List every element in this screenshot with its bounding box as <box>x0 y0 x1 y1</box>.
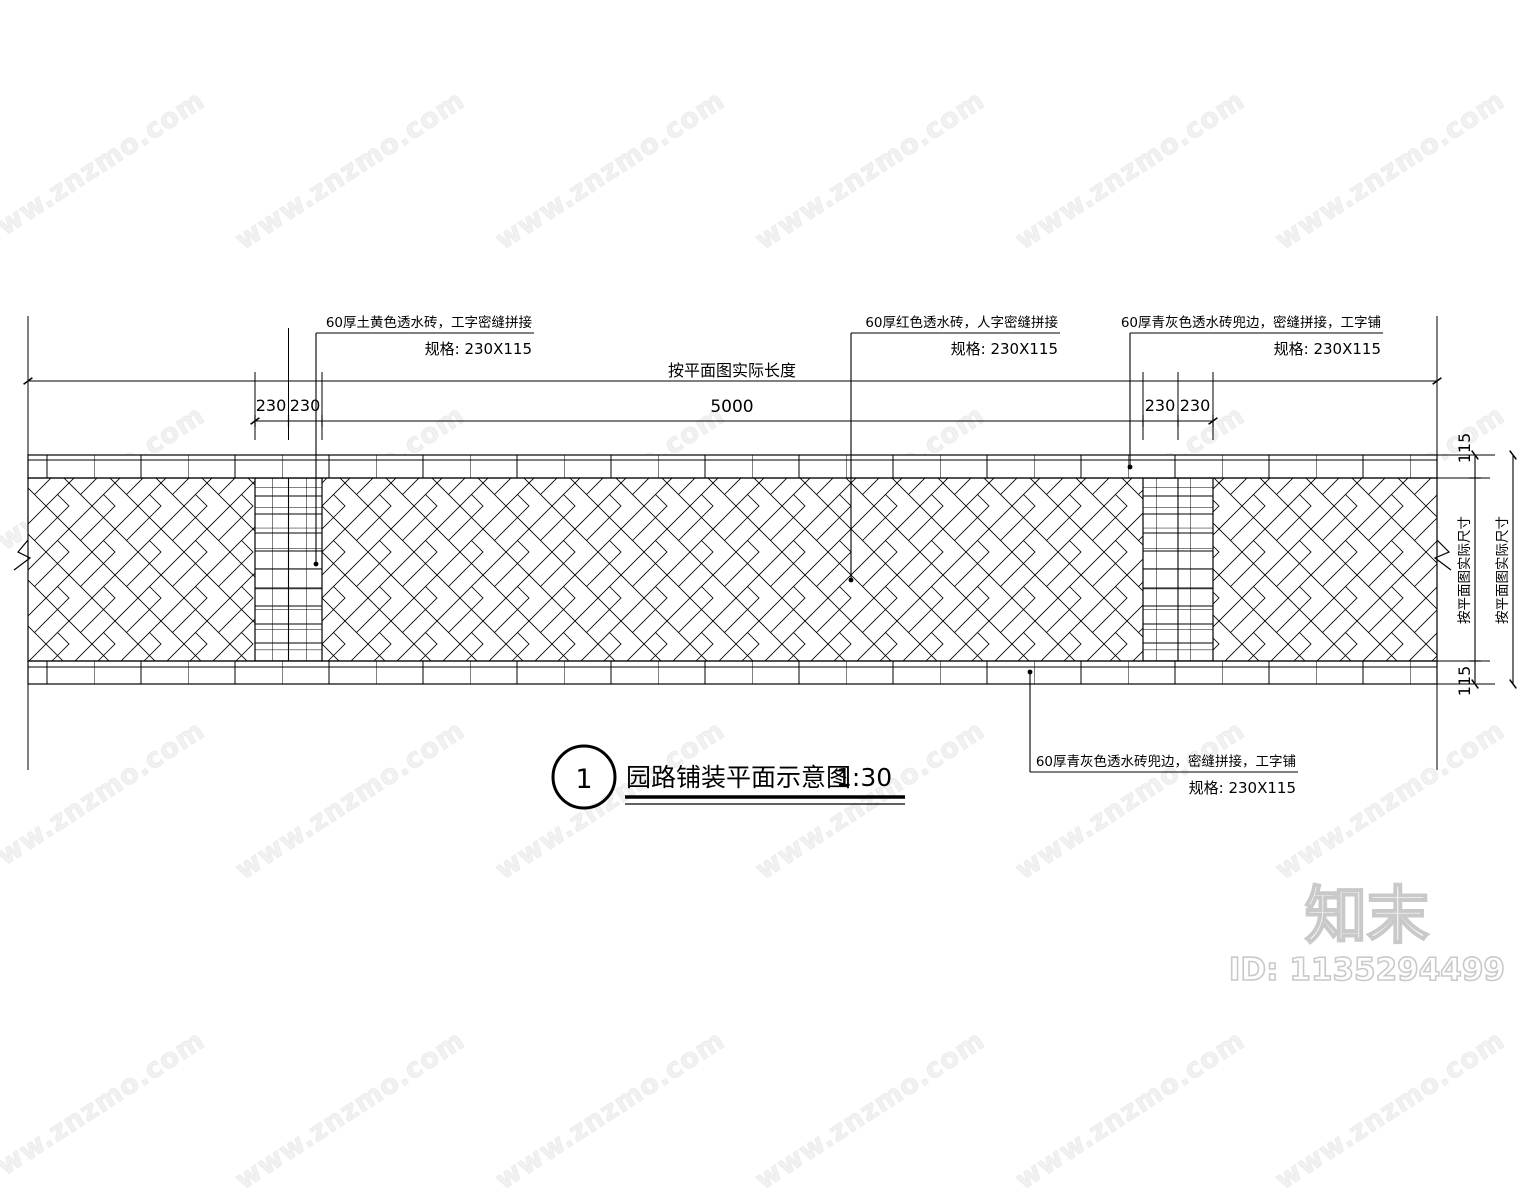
watermark-text: www.znzmo.com <box>1269 1024 1511 1196</box>
annotation-yellow-brick-line2: 规格: 230X115 <box>425 340 532 358</box>
dimension-left-band-230-a: 230 <box>256 396 287 415</box>
break-line-left <box>13 539 32 571</box>
annotation-grey-edge-bottom-line2: 规格: 230X115 <box>1189 779 1296 797</box>
detail-bubble-circle <box>551 744 617 810</box>
dimension-vertical-inner: 115 115 按平面图实际尺寸 <box>1437 433 1495 697</box>
paving-field-center-herringbone <box>322 478 1143 661</box>
watermark-text: www.znzmo.com <box>749 1024 991 1196</box>
dimension-center-run-label: 5000 <box>710 397 753 417</box>
dimension-chain-row: 5000 230 230 230 230 <box>250 396 1218 427</box>
watermark-text: www.znzmo.com <box>229 1024 471 1196</box>
cad-drawing-canvas: www.znzmo.com www.znzmo.com www.znzmo.co… <box>0 84 1517 1196</box>
annotation-grey-edge-bottom: 60厚青灰色透水砖兜边，密缝拼接，工字铺 规格: 230X115 <box>1027 669 1298 797</box>
watermark-text: www.znzmo.com <box>489 1024 731 1196</box>
dimension-right-inner-label: 按平面图实际尺寸 <box>1457 516 1473 624</box>
annotation-red-brick: 60厚红色透水砖，人字密缝拼接 规格: 230X115 <box>848 314 1060 583</box>
annotation-yellow-brick-line1: 60厚土黄色透水砖，工字密缝拼接 <box>326 314 532 331</box>
brand-logo-text: 知末 <box>1304 879 1430 953</box>
dimension-right-top-115: 115 <box>1455 433 1474 464</box>
paving-border-top <box>27 454 1438 479</box>
dimension-vertical-outer: 按平面图实际尺寸 <box>1495 450 1517 689</box>
paving-border-bottom <box>27 660 1438 685</box>
watermark-text: www.znzmo.com <box>1009 1024 1251 1196</box>
dimension-overall-label: 按平面图实际长度 <box>668 361 796 380</box>
watermark-text: www.znzmo.com <box>0 1024 211 1196</box>
brand-id-text: ID: 1135294499 <box>1228 951 1506 989</box>
paving-field-left-herringbone <box>28 478 255 661</box>
dimension-right-band-230-b: 230 <box>1180 396 1211 415</box>
detail-bubble-number: 1 <box>575 764 592 795</box>
dimension-right-bottom-115: 115 <box>1455 666 1474 697</box>
dimension-overall-length: 按平面图实际长度 <box>23 361 1442 385</box>
annotation-red-brick-line1: 60厚红色透水砖，人字密缝拼接 <box>865 314 1058 331</box>
break-line-right <box>1433 539 1452 571</box>
drawing-scale-text: 1:30 <box>836 763 892 792</box>
paving-band-left <box>254 477 323 662</box>
annotation-grey-edge-top-line1: 60厚青灰色透水砖兜边，密缝拼接，工字铺 <box>1121 314 1381 331</box>
brand-watermark: 知末 ID: 1135294499 <box>1228 879 1506 990</box>
paving-assembly <box>27 454 1438 685</box>
paving-band-right <box>1142 477 1214 662</box>
drawing-title-text: 园路铺装平面示意图 <box>626 763 851 792</box>
dimension-right-outer-label: 按平面图实际尺寸 <box>1495 516 1511 624</box>
annotation-grey-edge-top: 60厚青灰色透水砖兜边，密缝拼接，工字铺 规格: 230X115 <box>1121 314 1383 470</box>
drawing-title-block: 1 园路铺装平面示意图 1:30 <box>551 744 905 810</box>
dimension-right-band-230-a: 230 <box>1145 396 1176 415</box>
annotation-yellow-brick: 60厚土黄色透水砖，工字密缝拼接 规格: 230X115 <box>313 314 534 567</box>
dimension-left-band-230-b: 230 <box>290 396 321 415</box>
annotation-red-brick-line2: 规格: 230X115 <box>951 340 1058 358</box>
annotation-grey-edge-top-line2: 规格: 230X115 <box>1274 340 1381 358</box>
paving-field-right-herringbone <box>1213 478 1437 661</box>
annotation-grey-edge-bottom-line1: 60厚青灰色透水砖兜边，密缝拼接，工字铺 <box>1036 753 1296 770</box>
cad-linework: 按平面图实际长度 5000 230 230 230 230 <box>13 314 1517 810</box>
